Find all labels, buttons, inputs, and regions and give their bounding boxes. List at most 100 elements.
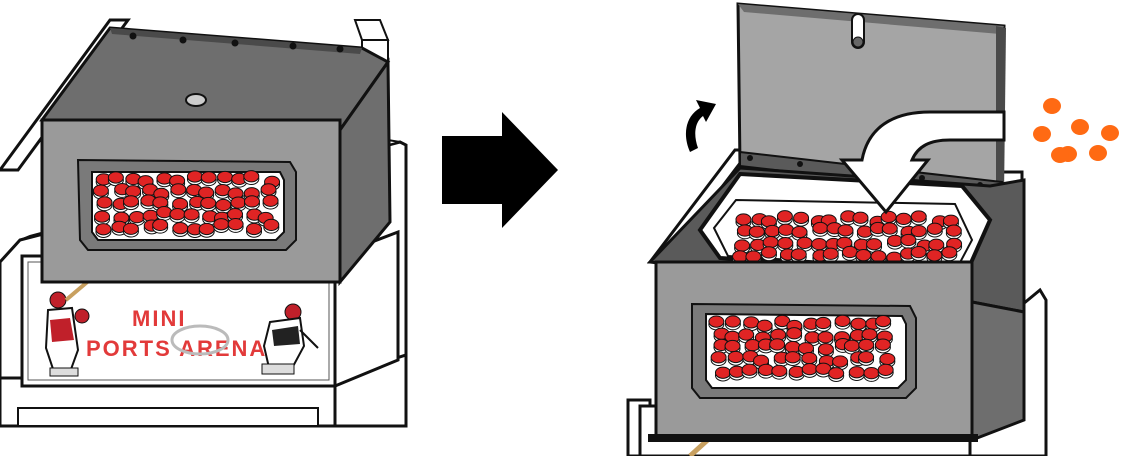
ball bbox=[123, 223, 138, 234]
orange-ball bbox=[1101, 125, 1119, 141]
ball bbox=[765, 225, 780, 236]
ball bbox=[733, 251, 748, 262]
ball bbox=[725, 316, 740, 327]
ball bbox=[97, 197, 112, 208]
ball bbox=[153, 219, 168, 230]
ball bbox=[876, 315, 891, 326]
ball bbox=[263, 195, 278, 206]
ball bbox=[927, 223, 942, 234]
ball bbox=[745, 340, 760, 351]
ball bbox=[802, 352, 817, 363]
ball bbox=[880, 353, 895, 364]
lid-knob bbox=[186, 94, 206, 106]
ball bbox=[761, 247, 776, 258]
orange-ball bbox=[1071, 119, 1089, 135]
ball bbox=[758, 364, 773, 375]
ball bbox=[218, 171, 233, 182]
ball bbox=[813, 222, 828, 233]
ball bbox=[108, 172, 123, 183]
ball bbox=[264, 219, 279, 230]
ball bbox=[927, 250, 942, 261]
ball bbox=[812, 238, 827, 249]
ball bbox=[725, 340, 740, 351]
ball bbox=[946, 225, 961, 236]
ball bbox=[842, 246, 857, 257]
ball bbox=[856, 250, 871, 261]
ball bbox=[173, 198, 188, 209]
ball bbox=[170, 209, 185, 220]
ball bbox=[829, 368, 844, 379]
ball bbox=[770, 339, 785, 350]
ball bbox=[744, 317, 759, 328]
ball bbox=[95, 211, 110, 222]
ball bbox=[93, 185, 108, 196]
ball bbox=[785, 352, 800, 363]
ball bbox=[792, 226, 807, 237]
ball bbox=[216, 199, 231, 210]
ball bbox=[757, 320, 772, 331]
ball bbox=[244, 196, 259, 207]
ball bbox=[943, 215, 958, 226]
viewing-window bbox=[78, 160, 296, 250]
ball bbox=[862, 329, 877, 340]
ball bbox=[173, 223, 188, 234]
ball bbox=[171, 184, 186, 195]
ball bbox=[875, 339, 890, 350]
ball bbox=[126, 186, 141, 197]
machine-closed: MINI PORTS ARENA bbox=[0, 20, 406, 426]
orange-ball bbox=[1033, 126, 1051, 142]
ball bbox=[715, 367, 730, 378]
ball bbox=[247, 223, 262, 234]
ball bbox=[735, 240, 750, 251]
ball bbox=[201, 197, 216, 208]
ball bbox=[187, 171, 202, 182]
ball bbox=[777, 211, 792, 222]
ball bbox=[199, 223, 214, 234]
ball bbox=[882, 223, 897, 234]
ball bbox=[849, 367, 864, 378]
ball bbox=[231, 197, 246, 208]
ball bbox=[835, 315, 850, 326]
ball bbox=[859, 351, 874, 362]
ball bbox=[911, 211, 926, 222]
ball bbox=[901, 234, 916, 245]
ball bbox=[833, 356, 848, 367]
orange-ball bbox=[1043, 98, 1061, 114]
ball bbox=[749, 226, 764, 237]
ball bbox=[867, 239, 882, 250]
ball bbox=[96, 224, 111, 235]
ball bbox=[844, 340, 859, 351]
orange-ball bbox=[1051, 147, 1069, 163]
ball bbox=[763, 236, 778, 247]
ball bbox=[228, 219, 243, 230]
ball bbox=[787, 328, 802, 339]
ball bbox=[791, 249, 806, 260]
ball bbox=[778, 237, 793, 248]
right-arrow-icon bbox=[442, 112, 558, 228]
ball bbox=[851, 318, 866, 329]
ball bbox=[728, 351, 743, 362]
ball bbox=[896, 213, 911, 224]
ball bbox=[709, 316, 724, 327]
ball bbox=[799, 343, 814, 354]
ball bbox=[746, 251, 761, 262]
orange-ball bbox=[1089, 145, 1107, 161]
ball bbox=[911, 226, 926, 237]
ball bbox=[871, 251, 886, 262]
ball bbox=[244, 171, 259, 182]
ball bbox=[736, 214, 751, 225]
sign-title-line1: MINI bbox=[132, 306, 186, 331]
machine-open bbox=[628, 4, 1046, 456]
curved-arrow-icon bbox=[686, 100, 716, 152]
ball bbox=[911, 247, 926, 258]
ball bbox=[878, 364, 893, 375]
ball bbox=[778, 224, 793, 235]
ball bbox=[818, 344, 833, 355]
ball bbox=[942, 247, 957, 258]
ball bbox=[201, 172, 216, 183]
ball bbox=[214, 219, 229, 230]
orange-balls bbox=[1033, 98, 1119, 163]
ball bbox=[742, 364, 757, 375]
ball bbox=[772, 365, 787, 376]
